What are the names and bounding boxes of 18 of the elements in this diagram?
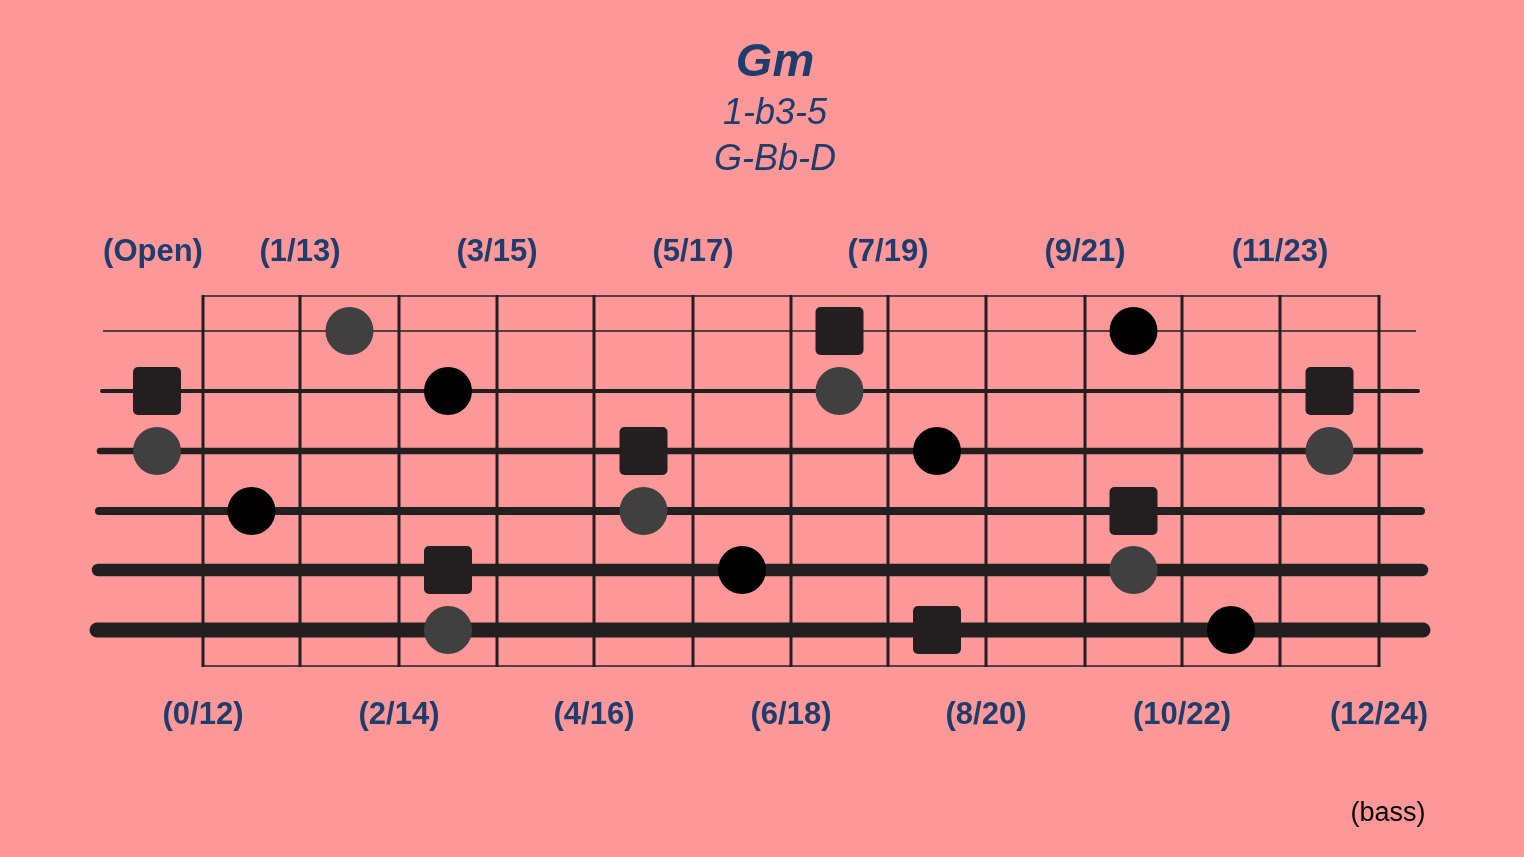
fret-number-label: (5/17) [652,233,734,269]
fret-number-label: (2/14) [358,696,440,732]
fret-number-label: (10/22) [1132,696,1232,732]
subtitle: 1-b3-5 [722,91,828,133]
instrument-note: (bass) [1350,797,1426,829]
chord-title: Gm [735,33,815,87]
fret-number-label: (11/23) [1231,233,1329,269]
fret-number-label: (12/24) [1329,696,1429,732]
fret-number-label: (7/19) [847,233,929,269]
fret-number-label: (1/13) [259,233,341,269]
fret-number-label: (3/15) [456,233,538,269]
fret-number-label: (4/16) [553,696,635,732]
fret-number-label: (9/21) [1044,233,1126,269]
fret-number-label: (8/20) [945,696,1027,732]
fret-number-label: (Open) [103,233,203,269]
fret-number-label: (0/12) [162,696,244,732]
subtitle: G-Bb-D [714,137,836,179]
fret-number-label: (6/18) [750,696,832,732]
